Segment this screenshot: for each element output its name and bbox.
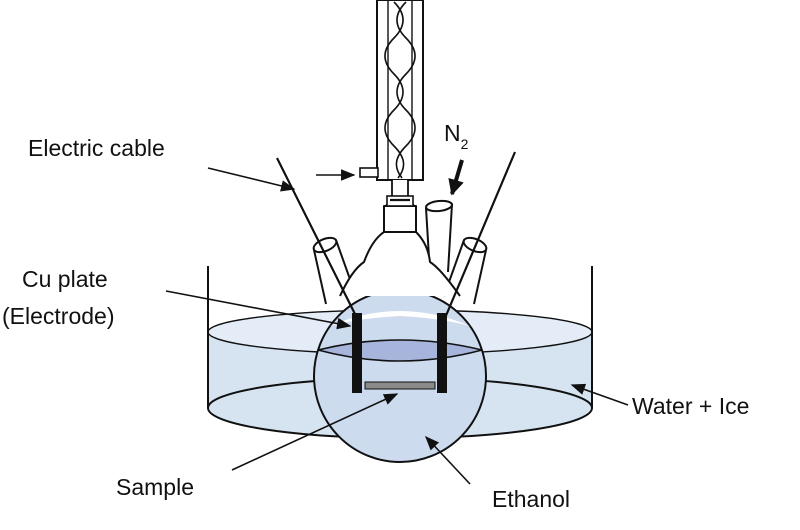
cu-plate-arrow: [165, 290, 352, 330]
left-cu-electrode: [352, 313, 362, 393]
right-cu-electrode: [437, 313, 447, 393]
electric-cable-label: Electric cable: [28, 135, 165, 161]
flask-upper-glass: [330, 311, 470, 326]
gas-inlet-arrow: [448, 159, 464, 196]
sample-label: Sample: [116, 474, 194, 500]
cu-plate-label-line2: (Electrode): [2, 303, 114, 329]
cu-plate-electrodes: [352, 313, 447, 393]
ethanol-arrow: [425, 435, 471, 485]
water-ice-label: Water + Ice: [632, 393, 749, 419]
condenser-side-port: [359, 167, 379, 178]
sample-arrow: [231, 393, 399, 471]
gas-inlet-opening: [425, 199, 453, 213]
condenser-coil: [384, 1, 405, 179]
right-electric-cable: [443, 151, 517, 319]
flask-necks: [313, 203, 487, 305]
electric-cable-arrow: [207, 167, 296, 192]
gas-label: N2: [444, 120, 469, 152]
cu-plate-label-line1: Cu plate: [22, 266, 108, 292]
sample-plate: [364, 381, 436, 390]
gas-symbol: N: [444, 120, 461, 146]
ethanol-label: Ethanol: [492, 486, 570, 512]
water-ice-arrow: [570, 383, 629, 406]
flask-shoulder: [339, 231, 461, 297]
reflux-condenser: [359, 0, 424, 207]
center-neck: [383, 205, 417, 232]
gas-subscript: 2: [461, 136, 469, 152]
label-arrows: [165, 159, 629, 485]
left-electric-cable: [276, 157, 358, 319]
round-bottom-flask: [313, 289, 487, 463]
